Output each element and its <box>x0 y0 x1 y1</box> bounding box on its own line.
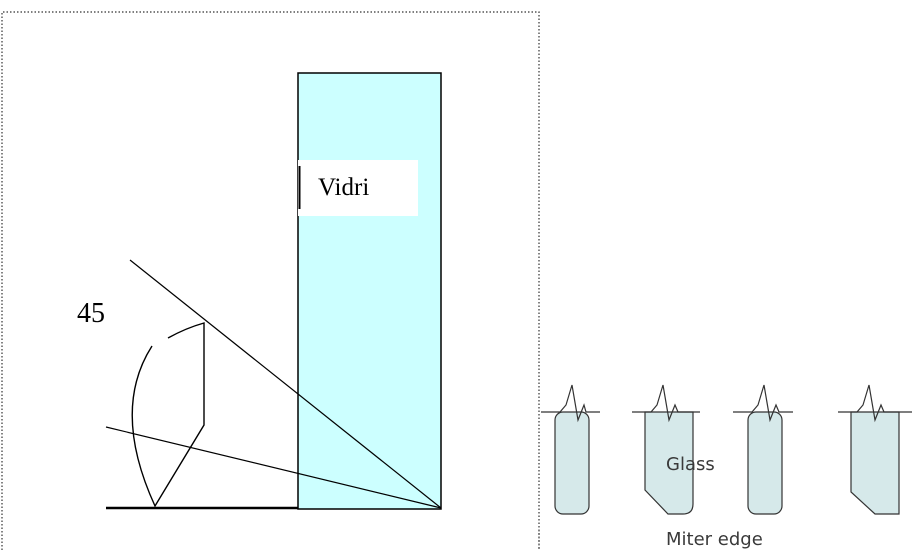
glass-pane-2 <box>632 384 700 515</box>
miter-edge-label: Miter edge <box>666 529 763 550</box>
glass-label-right: Glass <box>666 454 715 475</box>
glass-pane-1 <box>541 384 600 515</box>
angle-label: 45 <box>77 298 105 329</box>
ray-upper <box>129 259 442 509</box>
angle-protractor <box>131 322 205 508</box>
ray-lower <box>105 426 442 509</box>
glass-pane-4 <box>838 384 912 515</box>
glass-label: Vidri <box>318 174 369 201</box>
miter-edge-diagram: Glass Miter edge <box>538 384 912 550</box>
dotted-frame <box>1 11 540 550</box>
glass-label-box <box>298 160 418 216</box>
angle-diagram: Vidri 45 <box>1 11 540 550</box>
glass-pane <box>297 72 442 510</box>
glass-pane-3 <box>733 384 793 515</box>
